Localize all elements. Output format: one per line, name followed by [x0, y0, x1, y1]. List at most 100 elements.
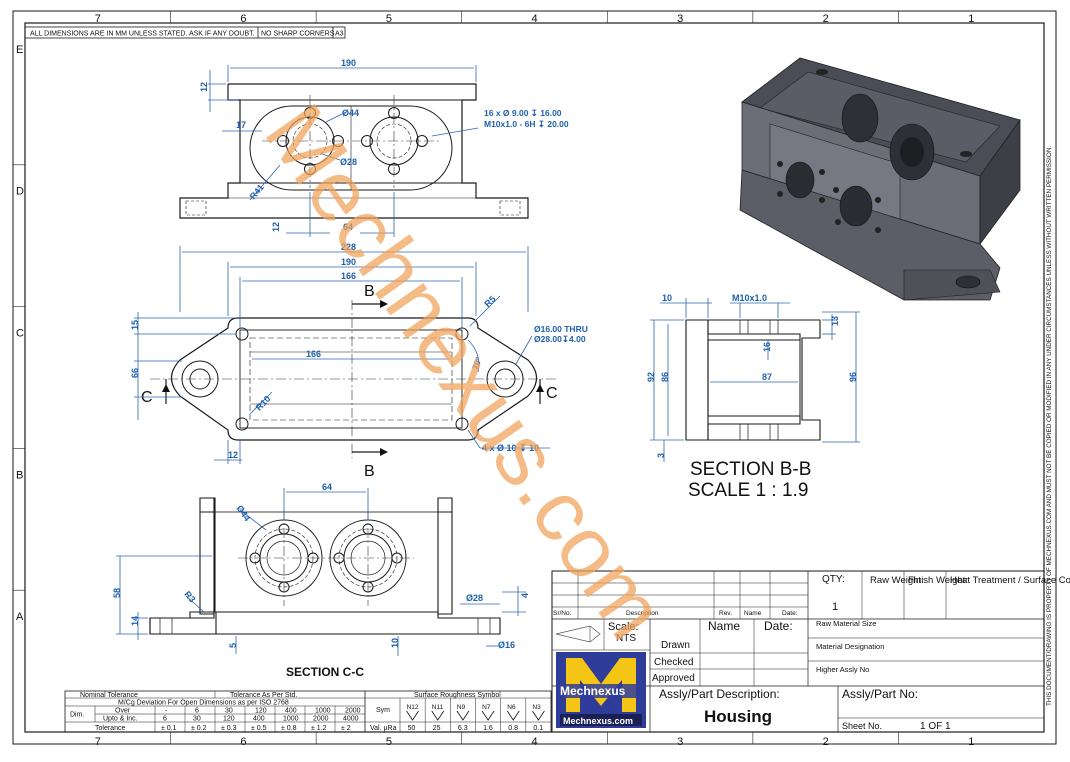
- dim-front-angle: 70°: [470, 355, 484, 371]
- finish-weight: Finish Weight:: [908, 575, 968, 586]
- thru-note-2: Ø28.00↧4.00: [534, 334, 586, 344]
- section-bb-title: SECTION B-B: [690, 459, 811, 480]
- raw-material-size: Raw Material Size: [816, 619, 876, 628]
- dim-bb-m10: M10x1.0: [732, 293, 767, 303]
- cut-b-top: B: [364, 283, 375, 300]
- part-no-label: Assly/Part No:: [842, 687, 918, 701]
- tol-tolerance: Tolerance: [95, 725, 125, 732]
- zone-row-left: C: [16, 328, 24, 340]
- tol-upto-value: 400: [253, 716, 265, 723]
- tol-value: ± 0.2: [191, 725, 207, 732]
- dim-bb-10: 10: [662, 293, 672, 303]
- tol-upto-value: 120: [223, 716, 235, 723]
- tol-nominal: Nominal Tolerance: [80, 692, 138, 699]
- roughness-symbol-icon: [456, 710, 470, 721]
- dim-top-12b: 12: [271, 222, 281, 232]
- section-cc-title: SECTION C-C: [286, 665, 364, 679]
- roughness-grade: N3: [532, 704, 541, 711]
- dim-bb-92: 92: [646, 372, 656, 382]
- col-sr-no: Sr/No.: [553, 610, 572, 617]
- zone-col-bottom: 1: [968, 736, 974, 748]
- dim-bb-16: 16: [762, 342, 772, 352]
- cut-c-right: C: [546, 385, 558, 402]
- dim-front-166: 166: [341, 271, 356, 281]
- dim-cc-10: 10: [390, 638, 400, 648]
- zone-col-bottom: 2: [823, 736, 829, 748]
- outer-border: [12, 10, 1057, 745]
- zone-col-bottom: 3: [677, 736, 683, 748]
- tol-per-std: Tolerance As Per Std.: [230, 692, 297, 699]
- dim-cc-64: 64: [322, 482, 332, 492]
- zone-row-left: B: [16, 469, 23, 481]
- dim-bb-3: 3: [656, 453, 666, 458]
- tol-upto-value: 30: [193, 716, 201, 723]
- roughness-ra-value: 25: [433, 725, 441, 732]
- tol-over-value: 1000: [315, 708, 331, 715]
- part-name: Housing: [704, 707, 772, 726]
- roughness-ra-value: 1.6: [483, 725, 493, 732]
- top-view: 190 12 17 Ø44 Ø28 R41 64 12 16 x Ø 9.00 …: [179, 58, 569, 237]
- dim-top-64: 64: [343, 222, 353, 232]
- tol-over-value: -: [165, 708, 168, 715]
- col-description: Description: [626, 610, 659, 617]
- general-note: ALL DIMENSIONS ARE IN MM UNLESS STATED. …: [30, 31, 255, 38]
- roughness-sym: Sym: [376, 707, 390, 714]
- zone-col-top: 4: [532, 13, 538, 25]
- dim-front-r5: R5: [482, 294, 497, 309]
- cut-b-bottom: B: [364, 463, 375, 480]
- section-bb-scale: SCALE 1 : 1.9: [688, 480, 808, 501]
- roughness-grade: N12: [407, 704, 419, 711]
- dim-bb-96: 96: [848, 372, 858, 382]
- roughness-ra-value: 0.1: [533, 725, 543, 732]
- tol-value: ± 1.2: [311, 725, 327, 732]
- section-b-b: 10 M10x1.0 13 16 92 86 87 96 3 SECTION B…: [646, 293, 860, 501]
- roughness-symbol-icon: [431, 710, 445, 721]
- roughness-symbol-icon: [506, 710, 520, 721]
- dim-cc-14: 14: [130, 616, 140, 626]
- dim-bb-86: 86: [660, 372, 670, 382]
- dim-top-d28: Ø28: [340, 157, 357, 167]
- tol-value: ± 2: [341, 725, 351, 732]
- roughness-grade: N11: [432, 704, 444, 711]
- zone-col-top: 5: [386, 13, 392, 25]
- dim-front-66: 66: [130, 368, 140, 378]
- tol-upto: Upto & Inc.: [103, 716, 138, 723]
- dim-cc-r3: R3: [182, 589, 197, 604]
- sheet-size: A3: [335, 31, 344, 38]
- dim-top-190: 190: [341, 58, 356, 68]
- zone-row-left: D: [16, 186, 24, 198]
- sheet-label: Sheet No.: [842, 721, 882, 731]
- tol-value: ± 0.3: [221, 725, 237, 732]
- tol-over-value: 400: [285, 708, 297, 715]
- dim-cc-5: 5: [228, 643, 238, 648]
- isometric-view: [739, 57, 1021, 301]
- zone-col-bottom: 4: [532, 736, 538, 748]
- name-header: Name: [708, 619, 740, 633]
- dim-bb-87: 87: [762, 372, 772, 382]
- logo-url: Mechnexus.com: [563, 716, 633, 726]
- dim-cc-4: 4: [520, 593, 530, 598]
- zone-col-top: 1: [968, 13, 974, 25]
- pencil-icon: [555, 625, 601, 643]
- dim-cc-d44: Ø44: [234, 503, 252, 523]
- roughness-symbol-icon: [406, 710, 419, 721]
- dim-cc-d28: Ø28: [466, 593, 483, 603]
- watermark: Mechnexus.com: [246, 88, 684, 656]
- higher-assly: Higher Assly No: [816, 665, 869, 674]
- zone-col-top: 3: [677, 13, 683, 25]
- scale-value: NTS: [616, 633, 636, 644]
- zone-row-left: E: [16, 44, 23, 56]
- col-rev: Rev.: [719, 610, 732, 617]
- tol-value: ± 0.8: [281, 725, 297, 732]
- side-notice: THIS DOCUMENT/DRAWING IS PROPERTY OF MEC…: [1046, 146, 1053, 706]
- zone-col-top: 7: [95, 13, 101, 25]
- raw-weight: Raw Weight:: [870, 575, 924, 586]
- roughness-symbol-icon: [532, 710, 545, 721]
- heat-treatment: Heat Treatment / Surface Coating: [950, 575, 1070, 586]
- tol-value: ± 0.5: [251, 725, 267, 732]
- date-header: Date:: [764, 619, 793, 633]
- cut-c-left: C: [141, 389, 153, 406]
- roughness-grade: N6: [507, 704, 516, 711]
